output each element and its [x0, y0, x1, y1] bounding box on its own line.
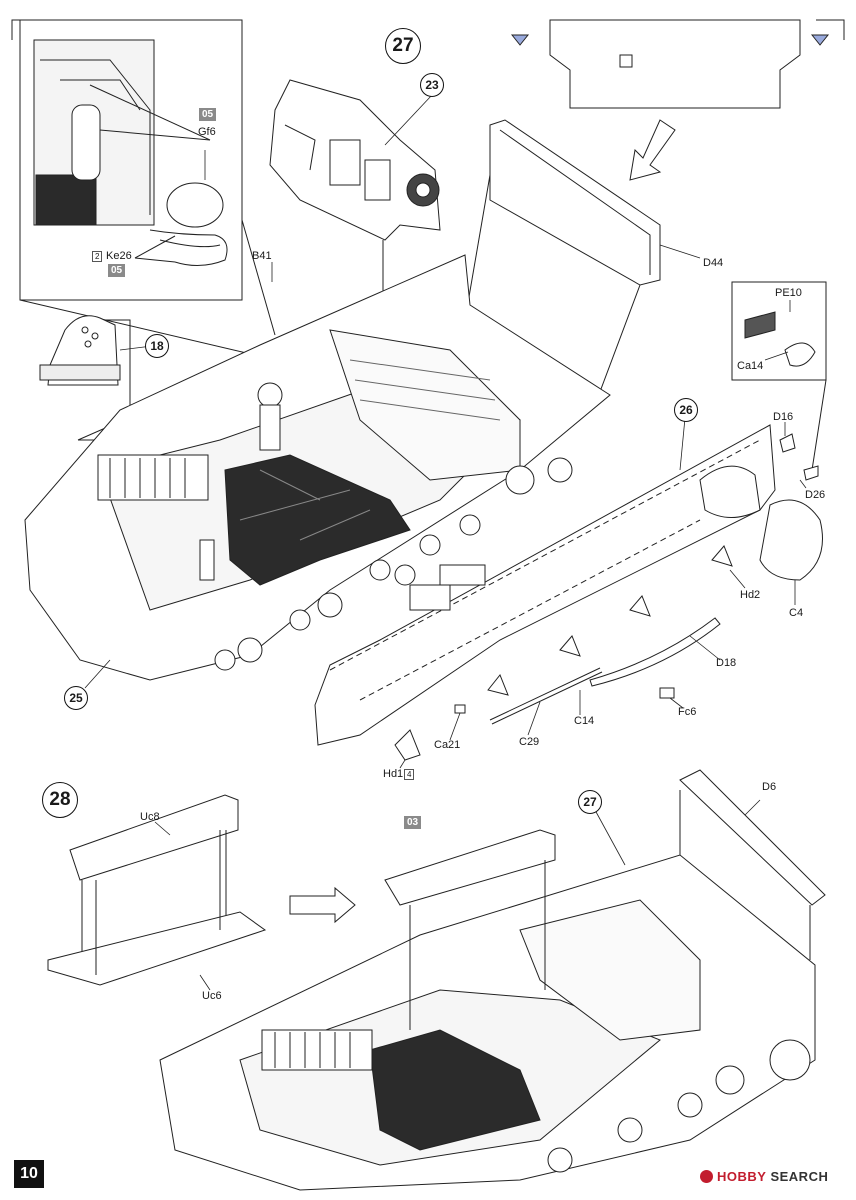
part-label-d18: D18 [716, 657, 737, 669]
part-label-c14: C14 [574, 715, 595, 727]
part-label-d26: D26 [805, 489, 826, 501]
part-label-d44: D44 [703, 257, 724, 269]
part-label-c29: C29 [519, 736, 540, 748]
part-label-hd2: Hd2 [740, 589, 761, 601]
part-label-uc8: Uc8 [140, 811, 160, 823]
side-panel-26 [314, 424, 823, 746]
ref-step-26-marker: 26 [674, 398, 698, 422]
ref-step-18-marker: 18 [145, 334, 169, 358]
paint-code-tag: 03 [404, 816, 422, 829]
hull-assembly-27 [24, 254, 611, 681]
ref-step-25-marker: 25 [64, 686, 88, 710]
part-label-hd1: Hd1 [383, 768, 404, 780]
reference-thumbnail [510, 19, 830, 109]
part-d18-strip [589, 617, 721, 687]
ref-step-23-marker: 23 [420, 73, 444, 97]
detail-inset-pe10 [731, 281, 827, 381]
watermark-brand: HOBBY [717, 1169, 767, 1184]
part-label-fc6: Fc6 [678, 706, 697, 718]
part-d44-panel [489, 119, 661, 286]
part-small-wedges [394, 433, 819, 761]
watermark: HOBBY SEARCH [700, 1169, 828, 1184]
part-uc8-uc6 [47, 794, 267, 986]
hull-assembly-28 [159, 769, 826, 1191]
part-qty-hd1: 4 [404, 769, 415, 780]
part-23-bulkhead [269, 79, 441, 241]
direction-arrow [629, 119, 676, 181]
part-label-d6: D6 [762, 781, 777, 793]
watermark-logo-icon [700, 1170, 713, 1183]
part-label-ca21: Ca21 [434, 739, 461, 751]
detail-inset-seat [39, 315, 131, 441]
part-label-pe10: PE10 [775, 287, 802, 299]
part-label-d16: D16 [773, 411, 794, 423]
transition-arrow [289, 886, 356, 924]
paint-code-tag: 05 [199, 108, 217, 121]
part-label-gf6: Gf6 [198, 126, 216, 138]
detail-inset-gf6 [19, 19, 243, 301]
watermark-suffix: SEARCH [770, 1169, 829, 1184]
part-label-uc6: Uc6 [202, 990, 222, 1002]
part-c14-rod [489, 667, 603, 725]
step-27-marker: 27 [385, 28, 421, 64]
part-label-ke26: Ke26 [106, 250, 132, 262]
leader-lines [84, 94, 807, 991]
part-label-ca14: Ca14 [737, 360, 764, 372]
paint-code-tag: 05 [108, 264, 126, 277]
part-qty-ke26: 2 [92, 251, 103, 262]
part-label-c4: C4 [789, 607, 804, 619]
step-28-marker: 28 [42, 782, 78, 818]
ref-step-27-marker: 27 [578, 790, 602, 814]
part-label-b41: B41 [252, 250, 272, 262]
page-number: 10 [14, 1160, 44, 1188]
